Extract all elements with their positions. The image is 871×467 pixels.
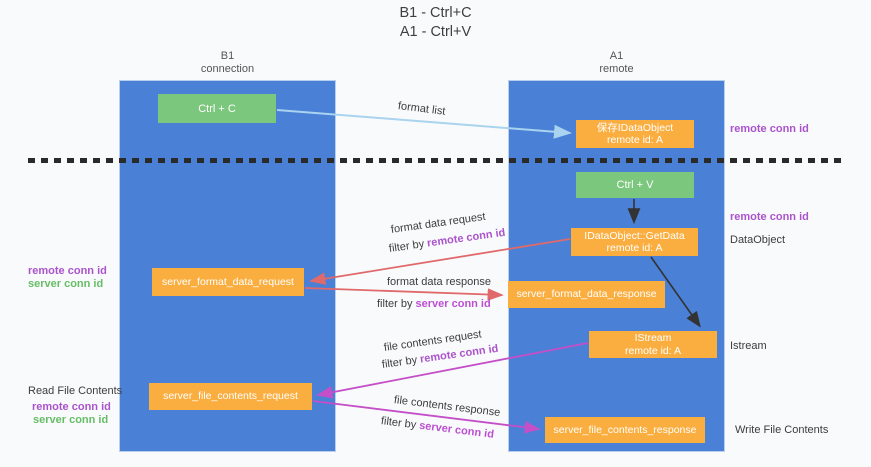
- node-server-file-contents-request-label: server_file_contents_request: [163, 390, 298, 403]
- lane-a1-subtitle: remote: [599, 63, 634, 75]
- lane-b1-subtitle: connection: [200, 63, 255, 75]
- label-filter-by-1: filter by: [388, 237, 428, 255]
- diagram-title-line2: A1 - Ctrl+V: [399, 24, 472, 40]
- lane-header-a1: A1 remote: [508, 50, 725, 76]
- label-write-file-contents: Write File Contents: [735, 424, 829, 436]
- label-server-conn-id-filter-1: server conn id: [415, 298, 491, 310]
- label-filter-server-1: filter by server conn id: [377, 298, 491, 310]
- node-getdata-line1: IDataObject::GetData: [584, 229, 685, 242]
- label-format-list: format list: [397, 100, 447, 118]
- label-format-data-response: format data response: [387, 276, 491, 288]
- node-istream-line2: remote id: A: [624, 344, 682, 357]
- node-server-file-contents-response[interactable]: server_file_contents_response: [545, 417, 705, 443]
- node-save-idataobject-line2: remote id: A: [606, 134, 664, 146]
- label-left-remote-conn-id-bottom: remote conn id: [32, 401, 111, 413]
- node-save-idataobject[interactable]: 保存IDataObject remote id: A: [576, 120, 694, 148]
- label-istream: Istream: [730, 340, 767, 352]
- label-dataobject: DataObject: [730, 234, 786, 246]
- node-ctrl-c[interactable]: Ctrl + C: [158, 94, 276, 123]
- lane-a1-title: A1: [609, 50, 624, 62]
- diagram-title-line1: B1 - Ctrl+C: [399, 5, 472, 21]
- node-save-idataobject-line1: 保存IDataObject: [596, 121, 674, 134]
- label-right-remote-conn-id-mid: remote conn id: [730, 211, 809, 223]
- node-istream-line1: IStream: [634, 332, 672, 344]
- node-server-format-data-response-label: server_format_data_response: [516, 288, 657, 301]
- node-ctrl-c-label: Ctrl + C: [198, 102, 236, 115]
- label-remote-conn-id-filter-1: remote conn id: [426, 226, 507, 250]
- node-istream[interactable]: IStream remote id: A: [589, 331, 717, 358]
- label-left-server-conn-id-bottom: server conn id: [33, 414, 109, 426]
- node-ctrl-v-label: Ctrl + V: [616, 179, 654, 191]
- label-left-server-conn-id-top: server conn id: [28, 278, 104, 290]
- node-idataobject-getdata[interactable]: IDataObject::GetData remote id: A: [571, 228, 698, 256]
- node-server-file-contents-request[interactable]: server_file_contents_request: [149, 383, 312, 410]
- node-server-file-contents-response-label: server_file_contents_response: [553, 423, 697, 436]
- label-server-conn-id-filter-2: server conn id: [418, 419, 495, 441]
- label-filter-by-3: filter by: [381, 353, 421, 371]
- label-filter-by-4: filter by: [380, 415, 420, 432]
- dashed-separator-line: [28, 158, 845, 163]
- node-getdata-line2: remote id: A: [606, 242, 663, 254]
- node-server-format-data-request-label: server_format_data_request: [162, 275, 294, 288]
- node-server-format-data-request[interactable]: server_format_data_request: [152, 268, 304, 296]
- node-ctrl-v[interactable]: Ctrl + V: [576, 172, 694, 198]
- lane-b1-title: B1: [220, 50, 235, 62]
- lane-header-b1: B1 connection: [119, 50, 336, 76]
- node-server-format-data-response[interactable]: server_format_data_response: [508, 281, 665, 308]
- label-read-file-contents: Read File Contents: [28, 385, 123, 397]
- label-filter-by-2: filter by: [377, 298, 416, 310]
- label-file-contents-response: file contents response: [393, 394, 501, 419]
- label-left-remote-conn-id-top: remote conn id: [28, 265, 107, 277]
- label-right-remote-conn-id-top: remote conn id: [730, 123, 809, 135]
- label-filter-server-2: filter by server conn id: [380, 415, 494, 441]
